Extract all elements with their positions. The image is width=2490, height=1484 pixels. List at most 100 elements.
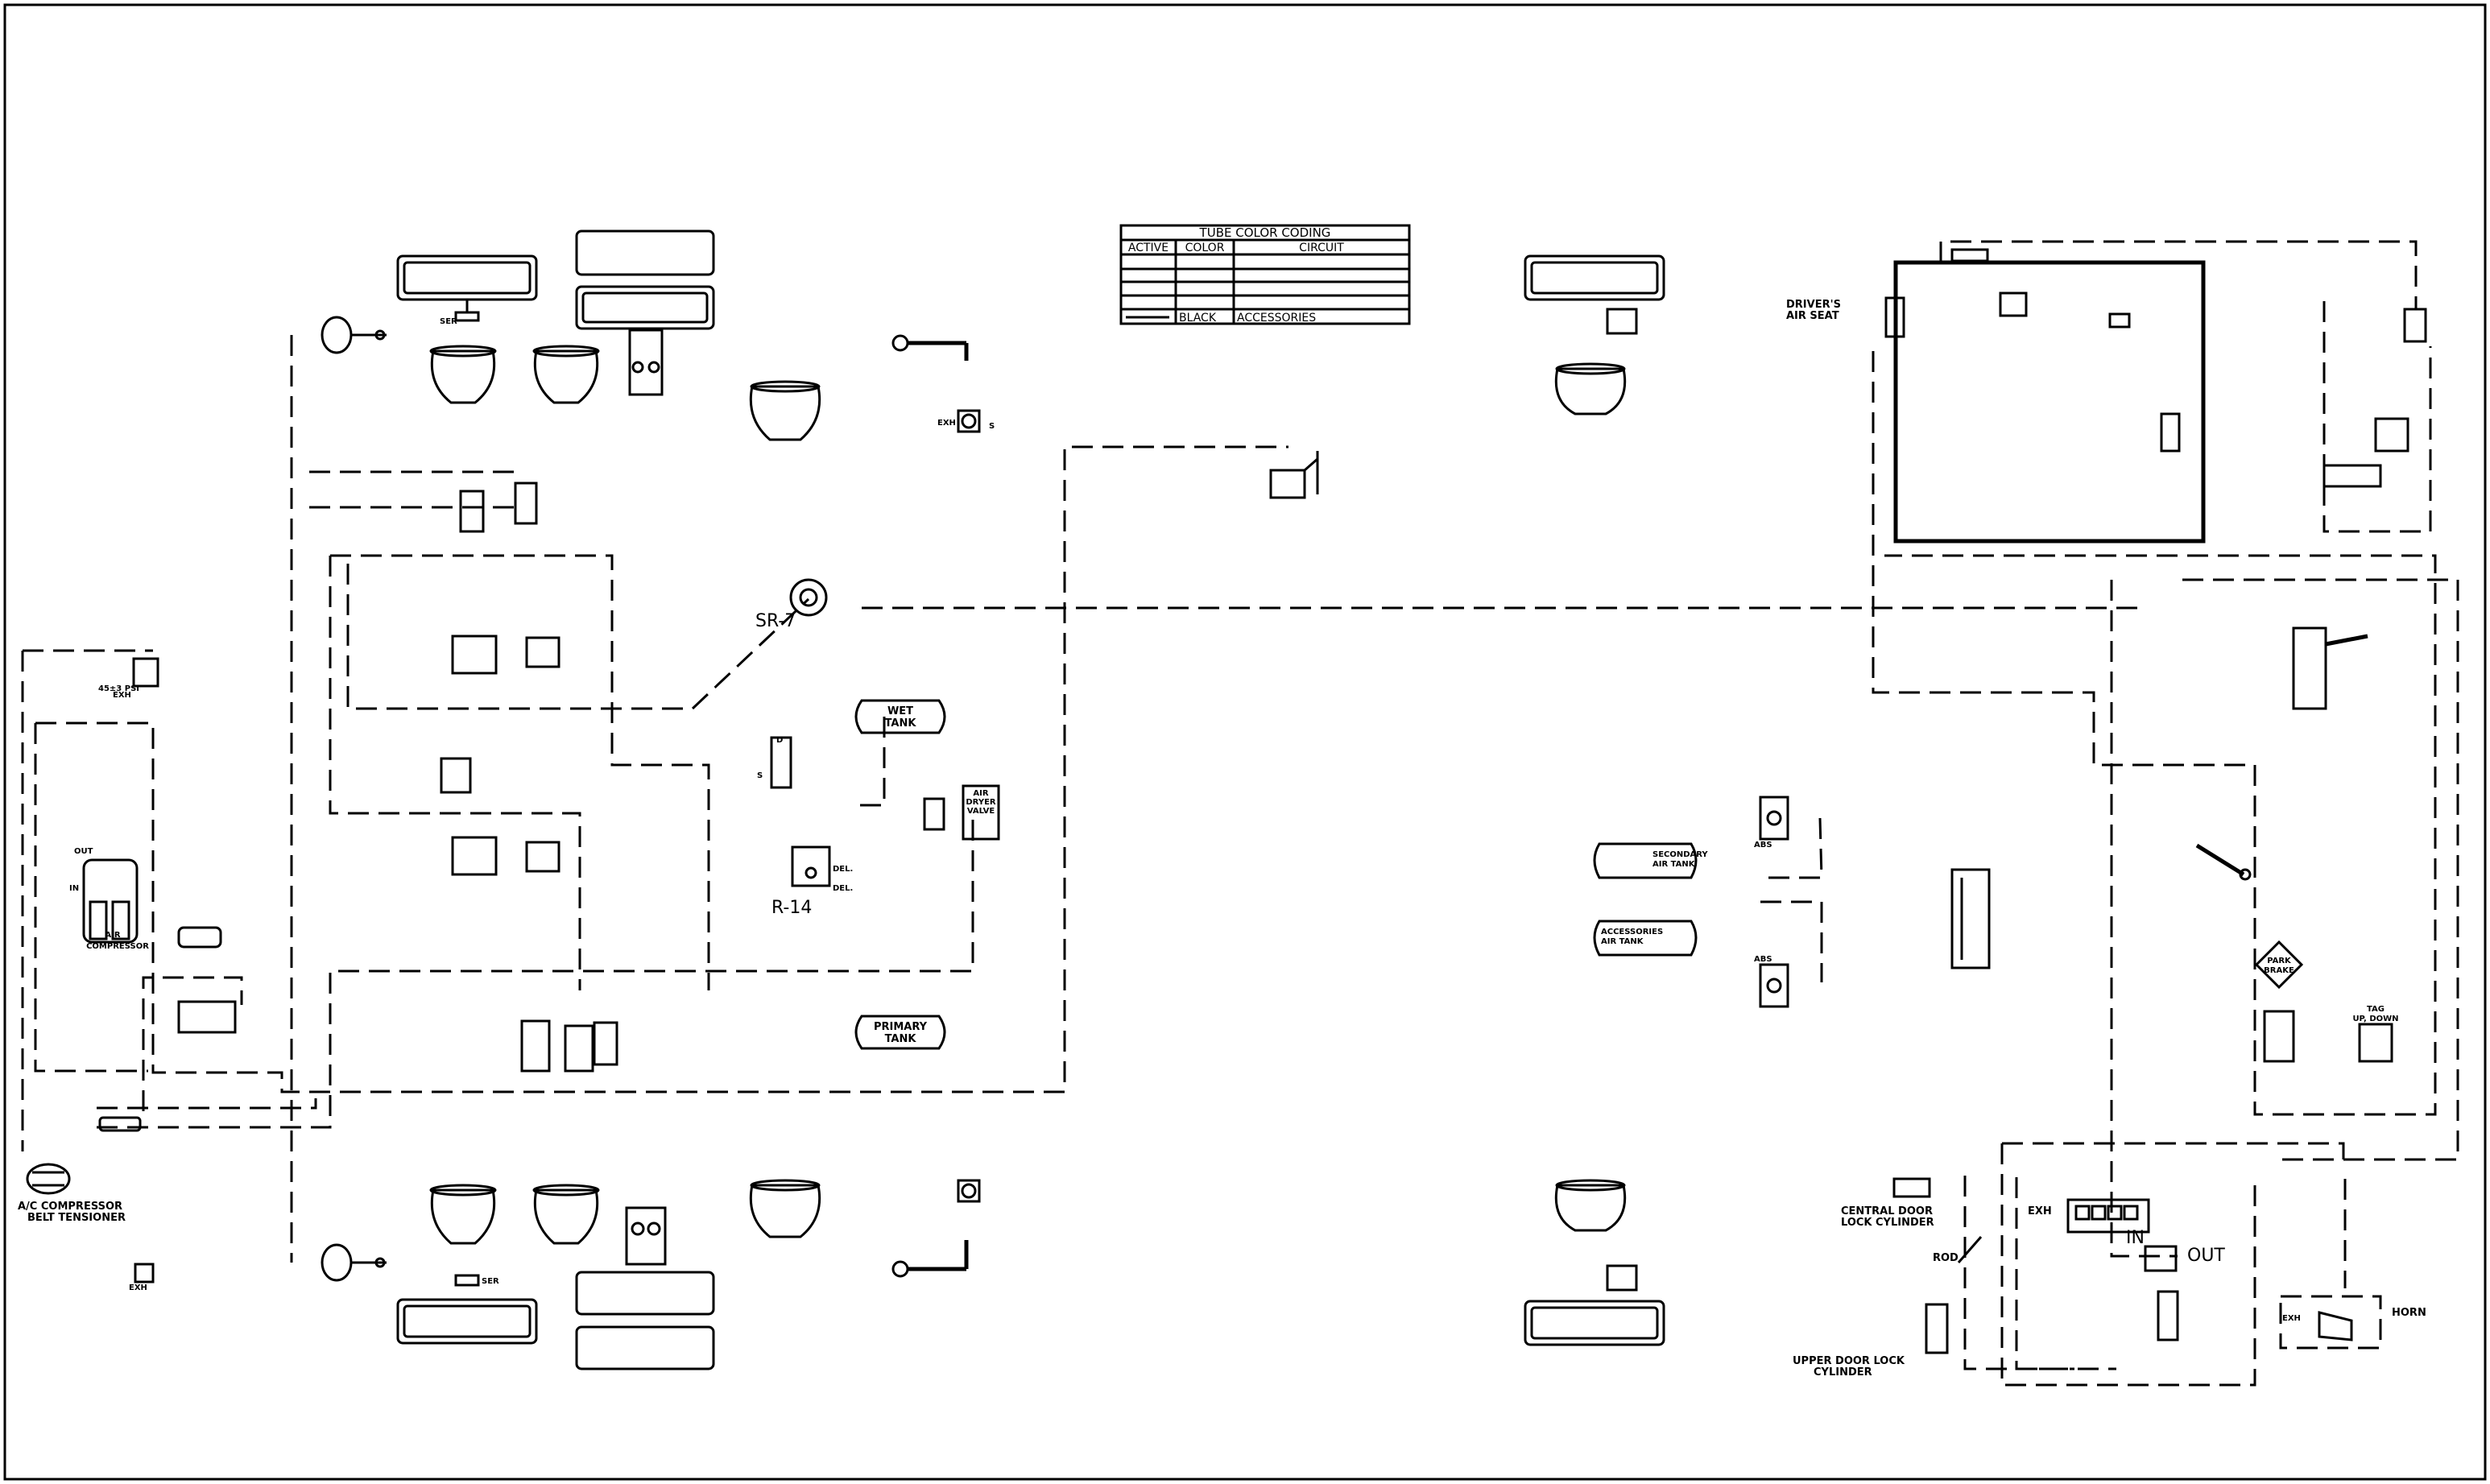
- ac-belt-tensioner: A/C COMPRESSOR BELT TENSIONER: [18, 1163, 126, 1224]
- drawing-border: [3, 3, 2487, 1481]
- secondary-tank-label-2: AIR TANK: [1652, 860, 1696, 869]
- horn-label: HORN: [2392, 1307, 2426, 1319]
- door-valve-exh: EXH: [2028, 1205, 2052, 1217]
- brake-chamber-rear-left: [321, 1243, 387, 1282]
- legend-title: TUBE COLOR CODING: [1199, 225, 1331, 240]
- front-left-wheel-group: SER: [396, 229, 715, 404]
- right-top-valves: [2322, 308, 2427, 488]
- svg-text:EXH: EXH: [113, 691, 131, 700]
- label-ser: SER: [440, 317, 457, 326]
- psi-label: 45±3 PSI: [98, 684, 139, 693]
- svg-text:EXH: EXH: [129, 1284, 147, 1292]
- central-door-label-2: LOCK CYLINDER: [1841, 1217, 1934, 1229]
- sr7-valve: SR-7: [755, 578, 828, 631]
- park-brake-valve: PARK BRAKE: [2254, 940, 2304, 1063]
- svg-text:S: S: [989, 422, 995, 431]
- air-compressor-out: OUT: [74, 847, 93, 856]
- legend-row-color: BLACK: [1179, 312, 1217, 324]
- rear-left-wheel-group: SER: [396, 1179, 981, 1370]
- legend-row-circuit: ACCESSORIES: [1237, 312, 1316, 324]
- treadle-valve: [440, 757, 472, 794]
- sr7-label: SR-7: [755, 611, 796, 631]
- primary-tank-label: PRIMARY: [874, 1021, 928, 1033]
- drivers-air-seat: DRIVER'S AIR SEAT: [1786, 296, 1905, 338]
- central-door-lock-cylinder: CENTRAL DOOR LOCK CYLINDER: [1841, 1177, 1934, 1229]
- air-compressor-in: IN: [69, 884, 79, 893]
- air-dryer-label: AIR: [973, 789, 988, 798]
- quick-release-valve-front: [451, 635, 560, 675]
- central-door-label: CENTRAL DOOR: [1841, 1205, 1933, 1217]
- door-valve-in: IN: [2126, 1228, 2145, 1248]
- air-dryer-label-3: VALVE: [967, 807, 995, 816]
- leveling-valve-top: EXH S: [937, 409, 995, 433]
- tag-axle-valve: TAG UP, DOWN: [2352, 1005, 2399, 1063]
- r14-valve: R-14 DEL. DEL.: [771, 845, 853, 918]
- governor: [177, 926, 222, 949]
- front-right-wheel-group: [1524, 254, 1665, 415]
- abs-label-1: ABS: [1754, 841, 1772, 849]
- accessories-tank-label: ACCESSORIES: [1601, 928, 1663, 936]
- svg-text:EXH: EXH: [937, 419, 956, 428]
- rear-right-wheel-group: [1524, 1179, 1665, 1346]
- relay-valve-front-1: [459, 482, 538, 533]
- bellows-right: [1950, 868, 1991, 969]
- manifold-left: [98, 1116, 142, 1132]
- air-compressor-label: AIR: [105, 931, 120, 940]
- door-valve-out: OUT: [2187, 1246, 2225, 1266]
- wet-tank-label: WET: [887, 705, 913, 717]
- bottom-left-drain-valve: EXH: [129, 1263, 155, 1292]
- svg-text:D: D: [776, 736, 783, 745]
- park-brake-label: PARK: [2267, 957, 2292, 965]
- svg-text:DEL.: DEL.: [833, 865, 853, 874]
- primary-tank-label-2: TANK: [885, 1033, 917, 1045]
- svg-text:S: S: [757, 771, 763, 780]
- abs-valve-upper: ABS: [1754, 796, 1789, 849]
- right-lever-valve: [2292, 626, 2368, 710]
- relay-valve-rear: [451, 836, 560, 876]
- horn-exh: EXH: [2282, 1314, 2301, 1323]
- tag-label-2: UP, DOWN: [2352, 1015, 2398, 1023]
- legend-header-color: COLOR: [1185, 242, 1225, 254]
- park-control-valve-left: [177, 1000, 237, 1034]
- air-dryer-valve: AIR DRYER VALVE: [923, 784, 1000, 841]
- check-valve-d: D S: [757, 736, 792, 789]
- drivers-seat-label-2: AIR SEAT: [1786, 310, 1839, 322]
- accessories-air-tank: ACCESSORIES AIR TANK: [1593, 920, 1698, 957]
- trailer-valve: [2195, 843, 2252, 881]
- drivers-seat-label: DRIVER'S: [1786, 299, 1841, 311]
- svg-text:DEL.: DEL.: [833, 884, 853, 893]
- park-brake-label-2: BRAKE: [2264, 966, 2294, 975]
- r14-label: R-14: [771, 898, 812, 918]
- legend-header-active: ACTIVE: [1128, 242, 1168, 254]
- secondary-tank-label: SECONDARY: [1652, 850, 1708, 859]
- accelerator-pedal-valve: [1269, 451, 1319, 499]
- rod: ROD: [1933, 1236, 1983, 1264]
- primary-tank: PRIMARY TANK: [854, 1015, 946, 1050]
- air-lines: [21, 240, 2459, 1387]
- cylinder-lower: [2157, 1290, 2179, 1341]
- ac-tensioner-label: A/C COMPRESSOR: [18, 1201, 122, 1213]
- upper-door-label: UPPER DOOR LOCK: [1793, 1355, 1905, 1367]
- air-compressor: OUT IN AIR COMPRESSOR: [69, 847, 149, 951]
- upper-door-lock-cylinder: UPPER DOOR LOCK CYLINDER: [1793, 1303, 1949, 1379]
- wet-tank-label-2: TANK: [885, 717, 917, 730]
- air-dryer-label-2: DRYER: [966, 798, 996, 807]
- abs-valve-lower: ABS: [1754, 955, 1789, 1008]
- ac-tensioner-label-2: BELT TENSIONER: [27, 1212, 126, 1224]
- upper-door-label-2: CYLINDER: [1814, 1366, 1872, 1379]
- brake-chamber-front-left: [321, 316, 387, 354]
- dash-panel: [1893, 248, 2206, 544]
- air-compressor-label-2: COMPRESSOR: [86, 942, 149, 951]
- axle-air-spring-center-top: [749, 334, 969, 441]
- tag-label: TAG: [2367, 1005, 2385, 1014]
- secondary-air-tank: SECONDARY AIR TANK: [1593, 842, 1708, 879]
- abs-label-2: ABS: [1754, 955, 1772, 964]
- rod-label: ROD: [1933, 1252, 1958, 1264]
- tube-color-legend: TUBE COLOR CODING ACTIVE COLOR CIRCUIT B…: [1119, 224, 1411, 325]
- legend-header-circuit: CIRCUIT: [1299, 242, 1344, 254]
- horn: HORN EXH: [2279, 1295, 2426, 1350]
- wet-tank: WET TANK: [854, 699, 946, 734]
- pressure-protection-valve: 45±3 PSI EXH: [98, 657, 159, 700]
- spring-brake-valves: [520, 1019, 618, 1073]
